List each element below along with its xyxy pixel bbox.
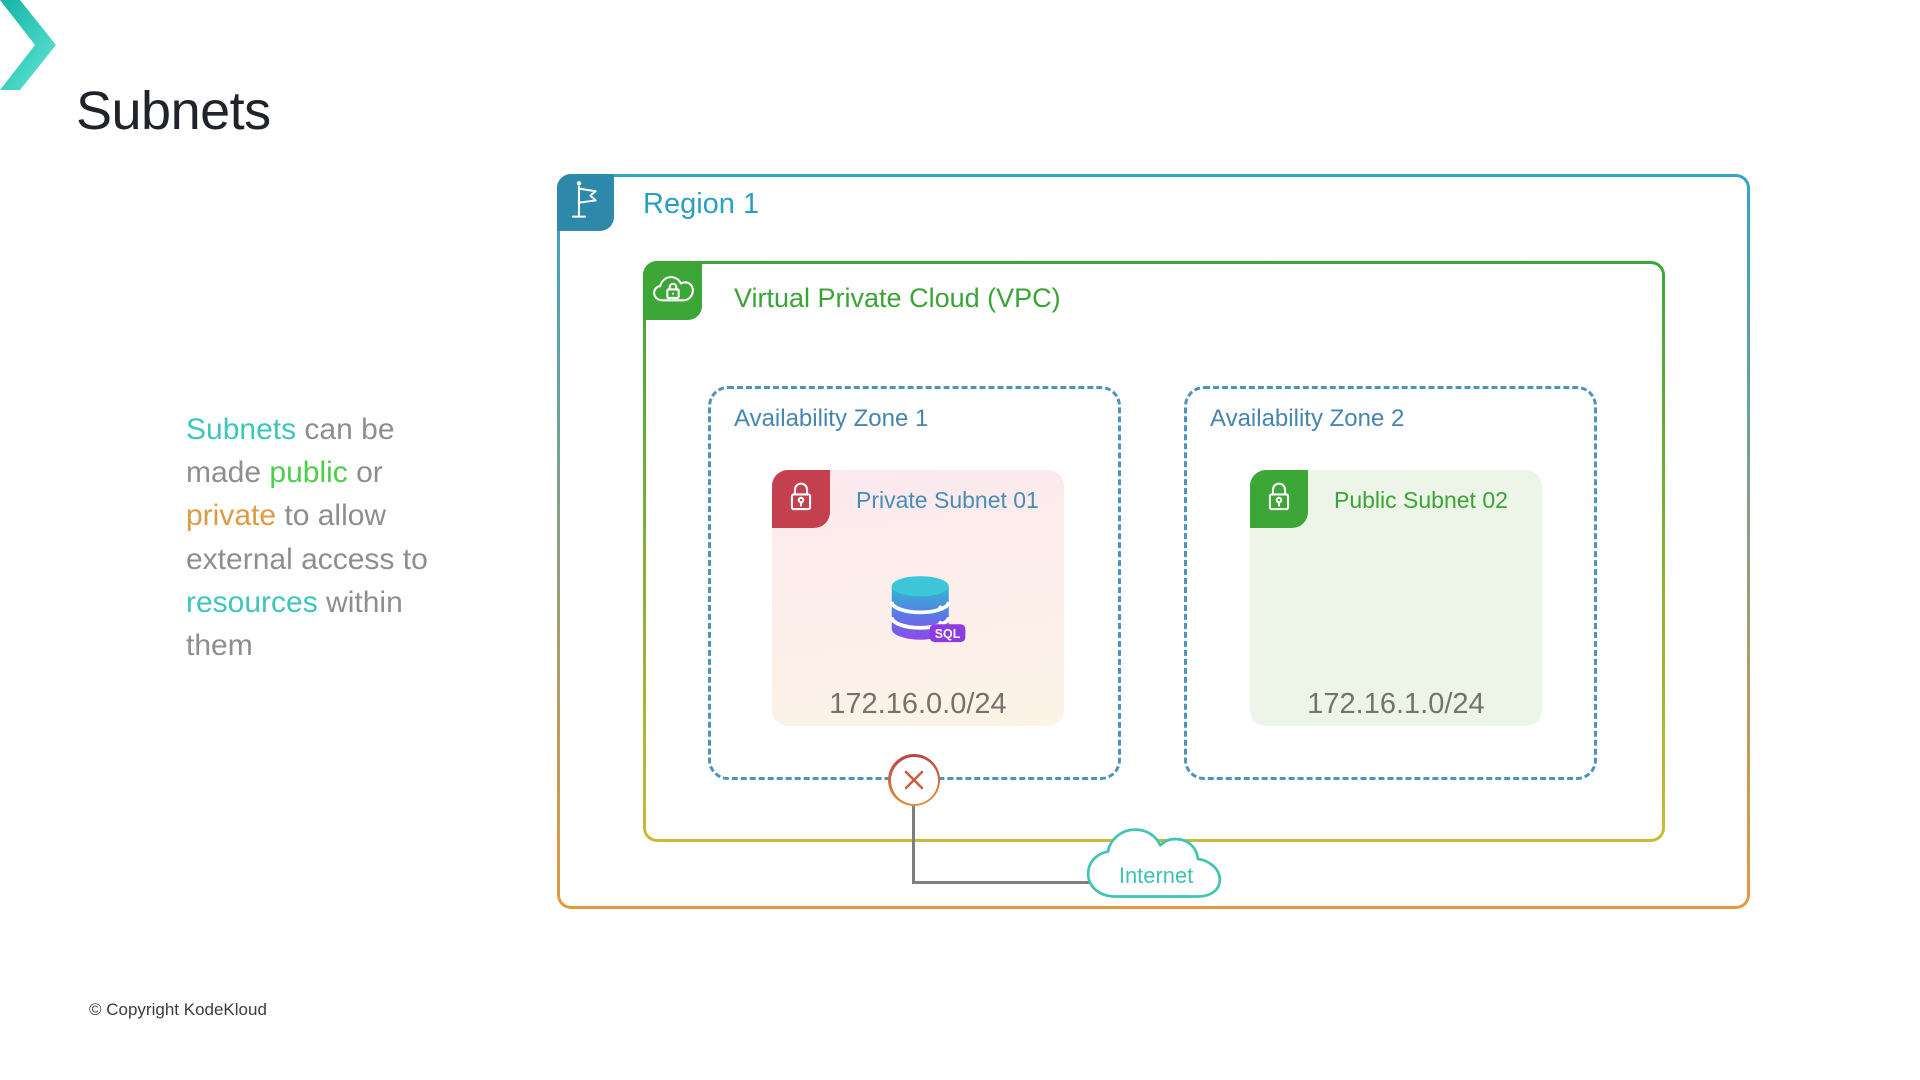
- lock-icon: [783, 478, 819, 521]
- availability-zone-2-box: [1184, 386, 1597, 780]
- note-segment: Subnets: [186, 413, 297, 446]
- region-badge: [557, 174, 614, 231]
- availability-zone-2-label: Availability Zone 2: [1210, 405, 1405, 432]
- public-subnet-label: Public Subnet 02: [1334, 487, 1508, 513]
- note-segment: or: [356, 456, 383, 490]
- x-circle-body: [890, 756, 938, 804]
- sql-tag-label: SQL: [935, 627, 961, 641]
- note-segment: resources: [186, 585, 318, 619]
- vpc-label: Virtual Private Cloud (VPC): [734, 283, 1061, 313]
- brand-chevron-icon: [0, 0, 56, 90]
- flag-icon: [568, 179, 604, 226]
- note-segment: can be made: [186, 413, 395, 490]
- vpc-badge: [643, 261, 702, 320]
- connector-line-horizontal: [912, 881, 1094, 884]
- note-paragraph: Subnets can be made public or private to…: [186, 408, 516, 667]
- note-segment: within them: [186, 585, 403, 662]
- internet-label: Internet: [1119, 863, 1193, 888]
- availability-zone-1-label: Availability Zone 1: [734, 405, 929, 432]
- note-segment: to allow external access to: [186, 499, 428, 576]
- private-subnet-cidr: 172.16.0.0/24: [829, 688, 1007, 720]
- page-title: Subnets: [76, 81, 271, 141]
- lock-icon: [1261, 478, 1297, 521]
- cloud-lock-icon: [651, 271, 695, 310]
- vpc-box: [643, 261, 1665, 842]
- note-segment: private: [186, 499, 277, 533]
- connector-line-vertical: [912, 806, 915, 883]
- note-segment: public: [269, 456, 348, 490]
- x-circle-icon: [888, 754, 940, 806]
- sql-database-icon: SQL: [882, 572, 968, 653]
- private-subnet-label: Private Subnet 01: [856, 487, 1039, 513]
- region-label: Region 1: [643, 188, 760, 220]
- internet-cloud-icon: Internet: [1084, 822, 1224, 907]
- public-subnet-badge: [1250, 470, 1308, 528]
- copyright-text: © Copyright KodeKloud: [89, 1000, 267, 1019]
- private-subnet-badge: [772, 470, 830, 528]
- public-subnet-cidr: 172.16.1.0/24: [1307, 688, 1485, 720]
